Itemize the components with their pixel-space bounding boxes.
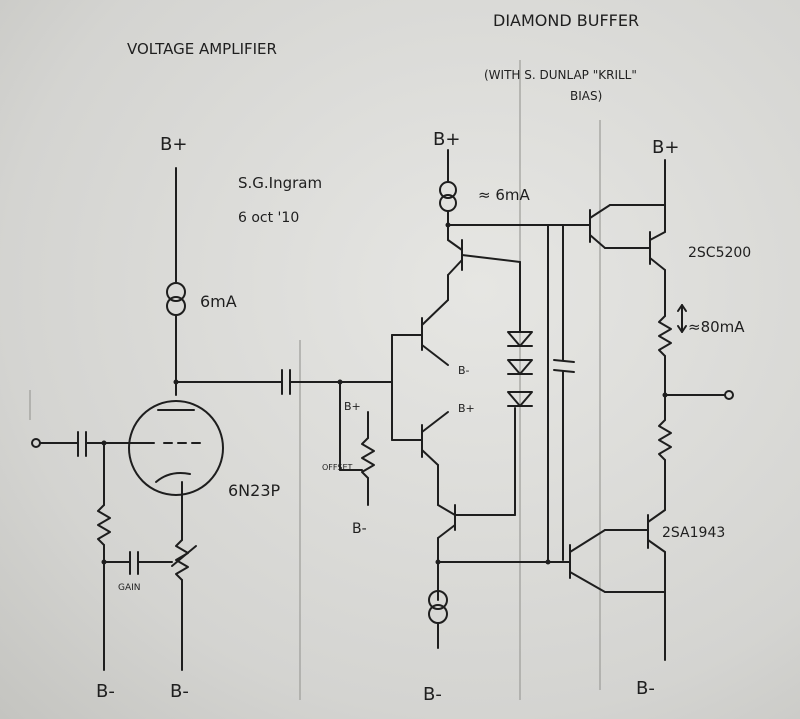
rail-bminus-output: B- bbox=[636, 678, 655, 699]
ccs-buffer-top bbox=[439, 181, 457, 212]
label-npn-output: 2SC5200 bbox=[688, 245, 751, 261]
subtitle-krill: (WITH S. DUNLAP "KRILL" bbox=[484, 68, 637, 82]
rail-bplus-output: B+ bbox=[652, 137, 679, 158]
rail-bplus-buffer: B+ bbox=[433, 129, 460, 150]
title-diamond-buffer: DIAMOND BUFFER bbox=[493, 11, 639, 30]
label-pnp-output: 2SA1943 bbox=[662, 525, 725, 541]
subtitle-bias: BIAS) bbox=[570, 89, 602, 103]
voltage-amplifier-stage bbox=[31, 167, 393, 671]
rail-bminus-offset: B- bbox=[352, 521, 367, 537]
output-stage bbox=[569, 159, 734, 661]
bias-diode-stack bbox=[507, 331, 533, 407]
title-voltage-amplifier: VOLTAGE AMPLIFIER bbox=[127, 40, 277, 58]
rail-bminus-grid: B- bbox=[96, 681, 115, 702]
rail-bminus-buffer: B- bbox=[423, 684, 442, 705]
bias-capacitor bbox=[553, 359, 575, 373]
label-offset: OFFSET bbox=[322, 463, 352, 472]
triode-tube bbox=[128, 400, 224, 496]
author-date: 6 oct '10 bbox=[238, 210, 299, 226]
rail-small-bplus: B+ bbox=[458, 402, 475, 415]
rail-bminus-cathode: B- bbox=[170, 681, 189, 702]
label-tube-current: 6mA bbox=[200, 292, 237, 311]
rail-bplus-tube: B+ bbox=[160, 134, 187, 155]
label-gain: GAIN bbox=[118, 583, 141, 593]
label-output-current: ≈80mA bbox=[688, 318, 745, 336]
label-tube-type: 6N23P bbox=[228, 481, 281, 500]
label-buffer-current: ≈ 6mA bbox=[478, 186, 530, 204]
ccs-tube bbox=[166, 282, 186, 316]
coupling-capacitor bbox=[281, 369, 291, 395]
offset-network bbox=[339, 381, 375, 506]
author-name: S.G.Ingram bbox=[238, 174, 322, 192]
diamond-buffer-stage bbox=[391, 149, 576, 649]
gain-capacitor bbox=[129, 551, 139, 575]
input-capacitor bbox=[77, 431, 87, 457]
rail-small-bminus: B- bbox=[458, 364, 470, 377]
rail-bplus-offset: B+ bbox=[344, 400, 361, 413]
paper-texture bbox=[29, 60, 601, 700]
